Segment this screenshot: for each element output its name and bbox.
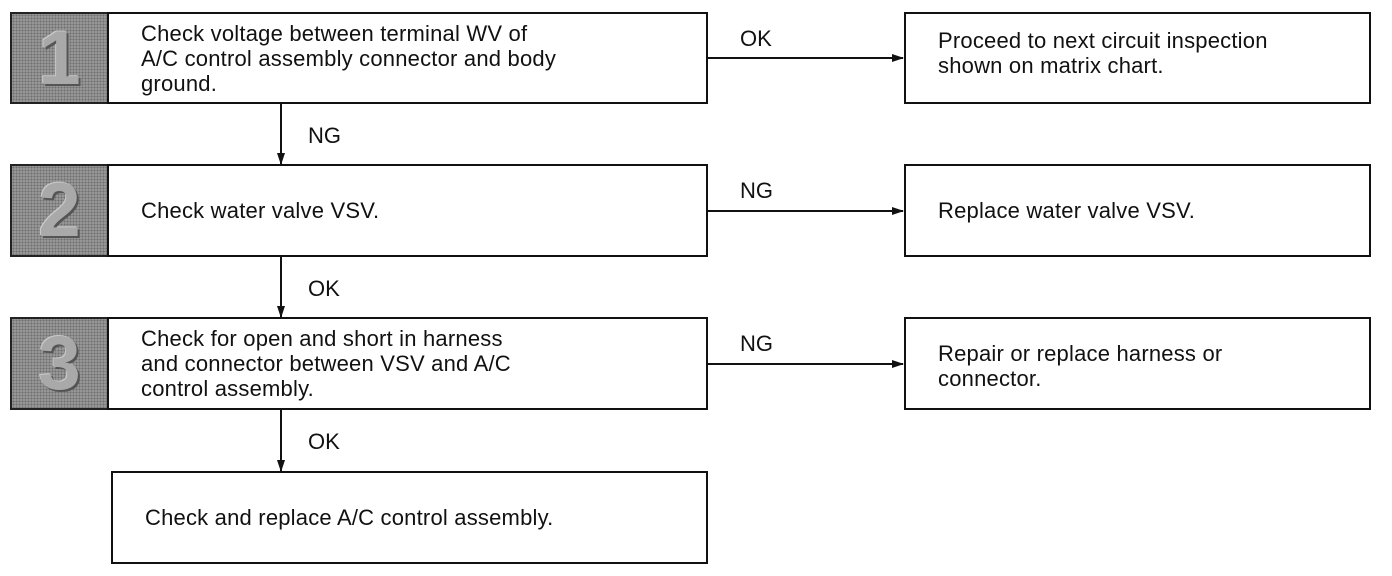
step-box-1: Check voltage between terminal WV of A/C… <box>107 12 708 104</box>
result-text-2: Replace water valve VSV. <box>938 198 1196 223</box>
step-box-2: Check water valve VSV. <box>107 164 708 257</box>
step-number-block-1: 1 <box>10 12 109 104</box>
down-label-1: NG <box>308 123 341 148</box>
step-number-1: 1 <box>38 15 81 101</box>
result-box-2: Replace water valve VSV. <box>904 164 1371 257</box>
final-step-box: Check and replace A/C control assembly. <box>111 471 708 564</box>
down-label-3: OK <box>308 429 340 454</box>
step-text-3: Check for open and short in harness and … <box>141 326 511 401</box>
step-number-block-2: 2 <box>10 164 109 257</box>
step-number-2: 2 <box>38 168 81 253</box>
result-text-1: Proceed to next circuit inspection shown… <box>938 28 1268 78</box>
step-box-3: Check for open and short in harness and … <box>107 317 708 410</box>
result-text-3: Repair or replace harness or connector. <box>938 341 1223 391</box>
step-text-2: Check water valve VSV. <box>141 198 380 223</box>
step-number-3: 3 <box>38 321 81 406</box>
branch-label-2: NG <box>740 178 773 203</box>
result-box-3: Repair or replace harness or connector. <box>904 317 1371 410</box>
result-box-1: Proceed to next circuit inspection shown… <box>904 12 1371 104</box>
step-text-1: Check voltage between terminal WV of A/C… <box>141 20 557 96</box>
down-label-2: OK <box>308 276 340 301</box>
final-step-text: Check and replace A/C control assembly. <box>145 505 554 530</box>
step-number-block-3: 3 <box>10 317 109 410</box>
branch-label-1: OK <box>740 26 772 51</box>
branch-label-3: NG <box>740 331 773 356</box>
